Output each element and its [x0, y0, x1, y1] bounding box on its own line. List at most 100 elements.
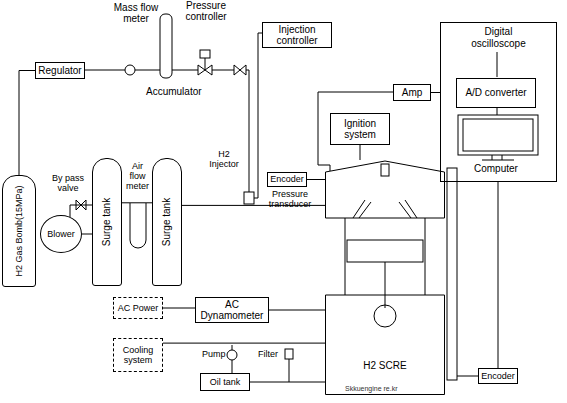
connector-line: [250, 382, 325, 383]
node-label: Cooling system: [116, 345, 160, 366]
bypass-line: [70, 205, 92, 217]
connector-line: [163, 343, 325, 344]
controller-box: Injection controller: [262, 22, 332, 48]
node-content: H2 SCRE: [325, 160, 445, 395]
dynamometer-box: AC Dynamometer: [195, 297, 269, 323]
node-label: Oil tank: [210, 377, 241, 387]
node-label: Regulator: [38, 65, 81, 77]
node-content: Surge tank: [93, 159, 121, 285]
node-content: AC Dynamometer: [196, 298, 268, 322]
pressure-signal-wire: [318, 92, 393, 171]
gas-cylinder: H2 Gas Bomb(15MPa): [2, 175, 36, 287]
drawing-stroke: [326, 161, 445, 218]
node-label: Surge tank: [101, 198, 113, 246]
connector-line: [431, 92, 440, 93]
converter-box: A/D converter: [456, 78, 536, 108]
drawing-stroke: [381, 164, 389, 176]
monitor-stand: [482, 155, 514, 160]
amp-box: Amp: [393, 84, 431, 101]
injector-symbol: [244, 192, 254, 204]
node-label: Digital oscilloscope: [459, 26, 539, 49]
node-label: AC Power: [118, 303, 159, 313]
node-content: Regulator: [36, 63, 84, 78]
node-content: Blower: [41, 216, 81, 252]
oscilloscope-box: Digital oscilloscopeA/D converter: [440, 22, 557, 182]
surge-tank: Surge tank: [152, 158, 182, 286]
part-label: Filter: [258, 350, 278, 360]
oil-tank-box: Oil tank: [200, 373, 250, 391]
part-label: H2 Injector: [205, 150, 243, 170]
valve-actuator: [200, 50, 210, 58]
drawing-stroke: [347, 240, 423, 262]
node-label: Blower: [47, 229, 75, 239]
connector-line: [122, 202, 152, 203]
connector-line: [269, 310, 325, 311]
node-content: Encoder: [268, 173, 306, 186]
node-content: Injection controller: [263, 23, 331, 47]
pressure-controller-valve: [198, 58, 212, 75]
cooling-box: Cooling system: [113, 338, 163, 372]
node-content: A/D converter: [457, 79, 535, 107]
part-label: Pump: [202, 350, 226, 360]
accumulator-vessel: [160, 14, 172, 78]
part-label: Computer: [474, 163, 518, 174]
part-label: By pass valve: [48, 174, 88, 194]
node-label: A/D converter: [465, 87, 526, 99]
power-box: AC Power: [113, 297, 163, 319]
node-label: H2 Gas Bomb(15MPa): [14, 185, 24, 276]
monitor-case: [458, 115, 538, 155]
drawing-stroke: [385, 262, 386, 308]
filter-symbol: [285, 349, 293, 359]
mass-flow-meter-symbol: [125, 65, 135, 75]
connector-line: [19, 71, 35, 176]
encoder-box: Encoder: [267, 172, 307, 187]
node-content: H2 Gas Bomb(15MPa): [3, 176, 35, 286]
node-label: Surge tank: [161, 198, 173, 246]
part-label: Mass flow meter: [110, 2, 162, 24]
injector-signal-wire: [254, 33, 262, 198]
gas-line: [212, 70, 234, 71]
node-label: Encoder: [270, 174, 304, 184]
pipes-and-symbols: [70, 14, 538, 382]
connector-line: [163, 308, 195, 309]
node-content: Ignition system: [331, 114, 389, 144]
drawing-stroke: [374, 305, 396, 327]
part-label: Accumulator: [146, 86, 202, 97]
part-label: Skkuengine re.kr: [345, 385, 398, 393]
monitor-screen: [463, 119, 533, 151]
regulator-box: Regulator: [35, 62, 85, 79]
node-content: Encoder: [479, 369, 517, 383]
drawing-stroke: [353, 200, 417, 218]
ignition-box: Ignition system: [330, 113, 390, 145]
part-label: Pressure transducer: [262, 190, 318, 210]
oil-line: [232, 345, 233, 373]
node-label: Ignition system: [333, 118, 387, 141]
node-content: Oil tank: [201, 374, 249, 390]
connector-line: [307, 179, 325, 180]
node-label: Injection controller: [265, 24, 329, 47]
node-label: Encoder: [481, 371, 515, 381]
encoder-box: Encoder: [478, 368, 518, 384]
encoder-shaft: [457, 376, 478, 377]
node-content: Amp: [394, 85, 430, 100]
node-label: AC Dynamometer: [198, 299, 266, 322]
node-label: Amp: [402, 87, 423, 99]
part-label: Air flow meter: [123, 162, 152, 192]
oil-line: [289, 359, 290, 382]
connector-line: [498, 182, 499, 368]
shutoff-valve: [234, 65, 246, 75]
pump-symbol: [227, 350, 237, 360]
surge-tank: Surge tank: [92, 158, 122, 286]
connector-line: [82, 234, 92, 235]
flywheel-pulley: [447, 168, 457, 380]
drawing-stroke: [326, 295, 445, 395]
u-tube-manometer: [130, 203, 146, 248]
node-content: AC Power: [114, 298, 162, 318]
node-label: H2 SCRE: [363, 360, 406, 372]
blower-circle: Blower: [40, 215, 82, 253]
connector-line: [360, 145, 361, 160]
node-content: Surge tank: [153, 159, 181, 285]
bypass-valve-symbol: [76, 200, 86, 210]
engine-body: H2 SCRE: [325, 160, 445, 395]
